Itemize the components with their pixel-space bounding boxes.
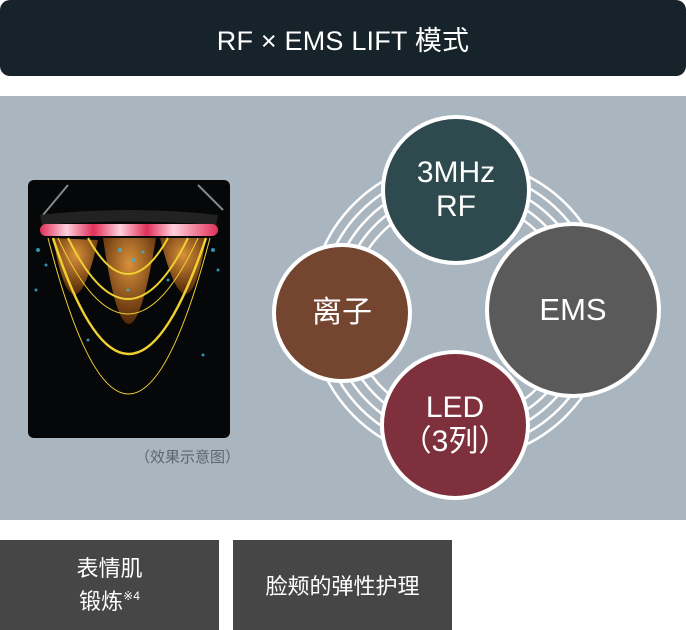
rf-label-line2: RF (436, 190, 476, 223)
effect-illustration (28, 180, 230, 438)
footnote-mark: ※4 (123, 589, 140, 603)
circle-ems: EMS (487, 224, 659, 396)
rf-wave-illustration-icon (34, 184, 224, 395)
ion-label: 离子 (312, 295, 372, 329)
illustration-caption: （效果示意图） (134, 449, 240, 466)
circle-led: LED （3列） (382, 352, 528, 498)
rf-label-line1: 3MHz (416, 155, 496, 189)
benefit-box-facial-muscle: 表情肌 锻炼※4 (0, 540, 219, 630)
circle-ion: 离子 (274, 245, 410, 381)
benefit-1-line2: 锻炼 (79, 589, 124, 614)
led-label-line1: LED (425, 390, 485, 424)
benefit-2-line1: 脸颊的弹性护理 (265, 574, 420, 599)
mode-title: RF × EMS LIFT 模式 (216, 25, 470, 56)
ems-label: EMS (539, 292, 607, 328)
benefit-1-line1: 表情肌 (76, 556, 143, 581)
circle-rf: 3MHz RF (383, 117, 529, 263)
led-label-line2: （3列） (401, 425, 509, 458)
mode-title-banner: RF × EMS LIFT 模式 (0, 0, 686, 76)
benefit-box-cheek-elasticity: 脸颊的弹性护理 (233, 540, 452, 630)
